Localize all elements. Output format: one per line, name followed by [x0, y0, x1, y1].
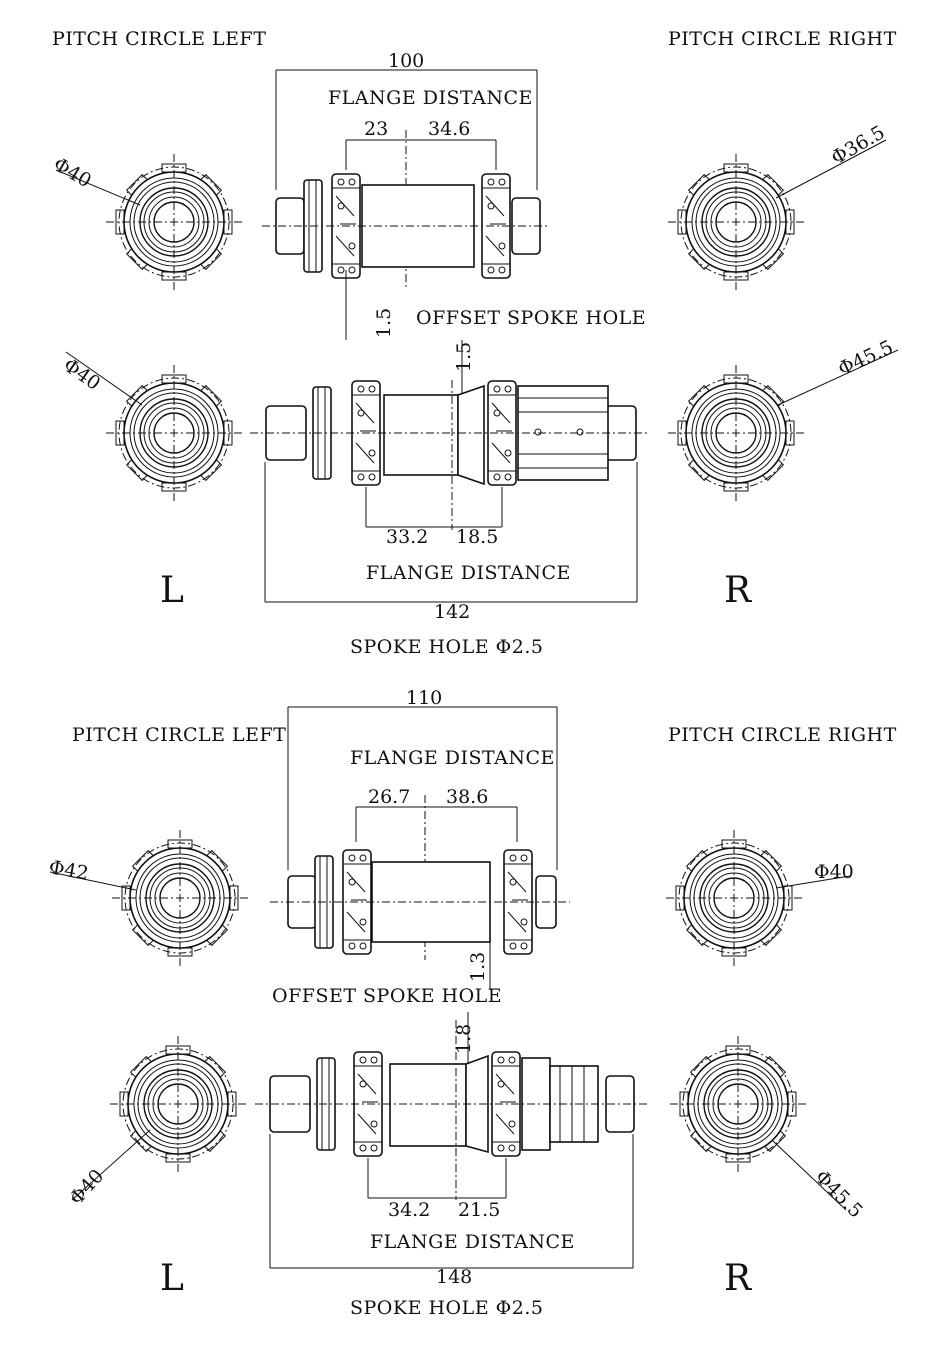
rear-148-pcd-right: Φ45.5 — [810, 1166, 866, 1222]
front-hub-110-side-view: 110 FLANGE DISTANCE 26.7 38.6 1.3 — [270, 687, 570, 990]
spoke-hole-label-top: SPOKE HOLE Φ2.5 — [350, 636, 543, 658]
front-100-flange-distance-label: FLANGE DISTANCE — [328, 87, 533, 109]
offset-spoke-hole-label-top: OFFSET SPOKE HOLE — [416, 307, 646, 329]
rear-148-offset-dim: 1.8 — [453, 1024, 475, 1054]
front-100-flange-left-dim: 23 — [364, 118, 388, 140]
front-110-flange-distance-label: FLANGE DISTANCE — [350, 747, 555, 769]
rear-142-flange-right-dim: 18.5 — [456, 526, 498, 548]
rear-142-pcd-right: Φ45.5 — [835, 336, 897, 380]
rear-142-flange-left-dim: 33.2 — [386, 526, 428, 548]
front-110-pcd-left: Φ42 — [47, 856, 90, 885]
pitch-circle-left-label-bottom: PITCH CIRCLE LEFT — [72, 724, 286, 746]
rear-142-overall-dim: 142 — [434, 601, 470, 623]
front-100-offset-dim: 1.5 — [373, 308, 395, 338]
front-110-left-flange-end-view — [100, 818, 260, 978]
spoke-hole-label-bottom: SPOKE HOLE Φ2.5 — [350, 1297, 543, 1319]
front-110-pcd-right: Φ40 — [814, 861, 854, 883]
left-marker-bottom: L — [160, 1258, 184, 1299]
rear-148-flange-distance-label: FLANGE DISTANCE — [370, 1231, 575, 1253]
rear-142-right-flange-end-view — [656, 353, 816, 513]
rear-142-offset-dim: 1.5 — [453, 342, 475, 372]
front-100-right-flange-end-view — [656, 142, 816, 302]
rear-142-flange-distance-label: FLANGE DISTANCE — [366, 562, 571, 584]
pitch-circle-right-label-bottom: PITCH CIRCLE RIGHT — [668, 724, 897, 746]
rear-148-pcd-left: Φ40 — [65, 1165, 108, 1209]
right-marker-bottom: R — [724, 1258, 752, 1299]
pitch-circle-right-label-top: PITCH CIRCLE RIGHT — [668, 28, 897, 50]
rear-hub-148-side-view: 1.8 34.2 21.5 FLANGE DISTANCE 148 — [255, 1012, 650, 1288]
rear-148-overall-dim: 148 — [436, 1266, 472, 1288]
rear-148-flange-left-dim: 34.2 — [388, 1199, 430, 1221]
rear-148-left-flange-end-view — [98, 1024, 258, 1184]
front-100-flange-right-dim: 34.6 — [428, 118, 470, 140]
rear-142-pcd-left: Φ40 — [59, 354, 104, 395]
front-110-flange-right-dim: 38.6 — [446, 786, 488, 808]
pitch-circle-left-label-top: PITCH CIRCLE LEFT — [52, 28, 266, 50]
rear-142-left-flange-end-view — [94, 353, 254, 513]
front-110-right-flange-end-view — [654, 818, 814, 978]
right-marker-top: R — [724, 570, 752, 611]
front-110-offset-dim: 1.3 — [467, 952, 489, 982]
rear-hub-142-side-view: 1.5 33.2 18.5 FLANGE DISTANCE 142 — [250, 340, 650, 623]
offset-spoke-hole-label-bottom: OFFSET SPOKE HOLE — [272, 985, 502, 1007]
left-marker-top: L — [160, 570, 184, 611]
front-100-pcd-left: Φ40 — [50, 153, 95, 192]
front-100-pcd-right: Φ36.5 — [828, 121, 889, 169]
rear-148-flange-right-dim: 21.5 — [458, 1199, 500, 1221]
front-hub-100-side-view: 100 FLANGE DISTANCE 23 34.6 1.5 — [262, 50, 550, 340]
rear-148-right-flange-end-view — [658, 1024, 818, 1184]
front-110-overall-dim: 110 — [406, 687, 442, 709]
front-100-left-flange-end-view — [94, 142, 254, 302]
front-100-overall-dim: 100 — [388, 50, 424, 72]
front-110-flange-left-dim: 26.7 — [368, 786, 410, 808]
